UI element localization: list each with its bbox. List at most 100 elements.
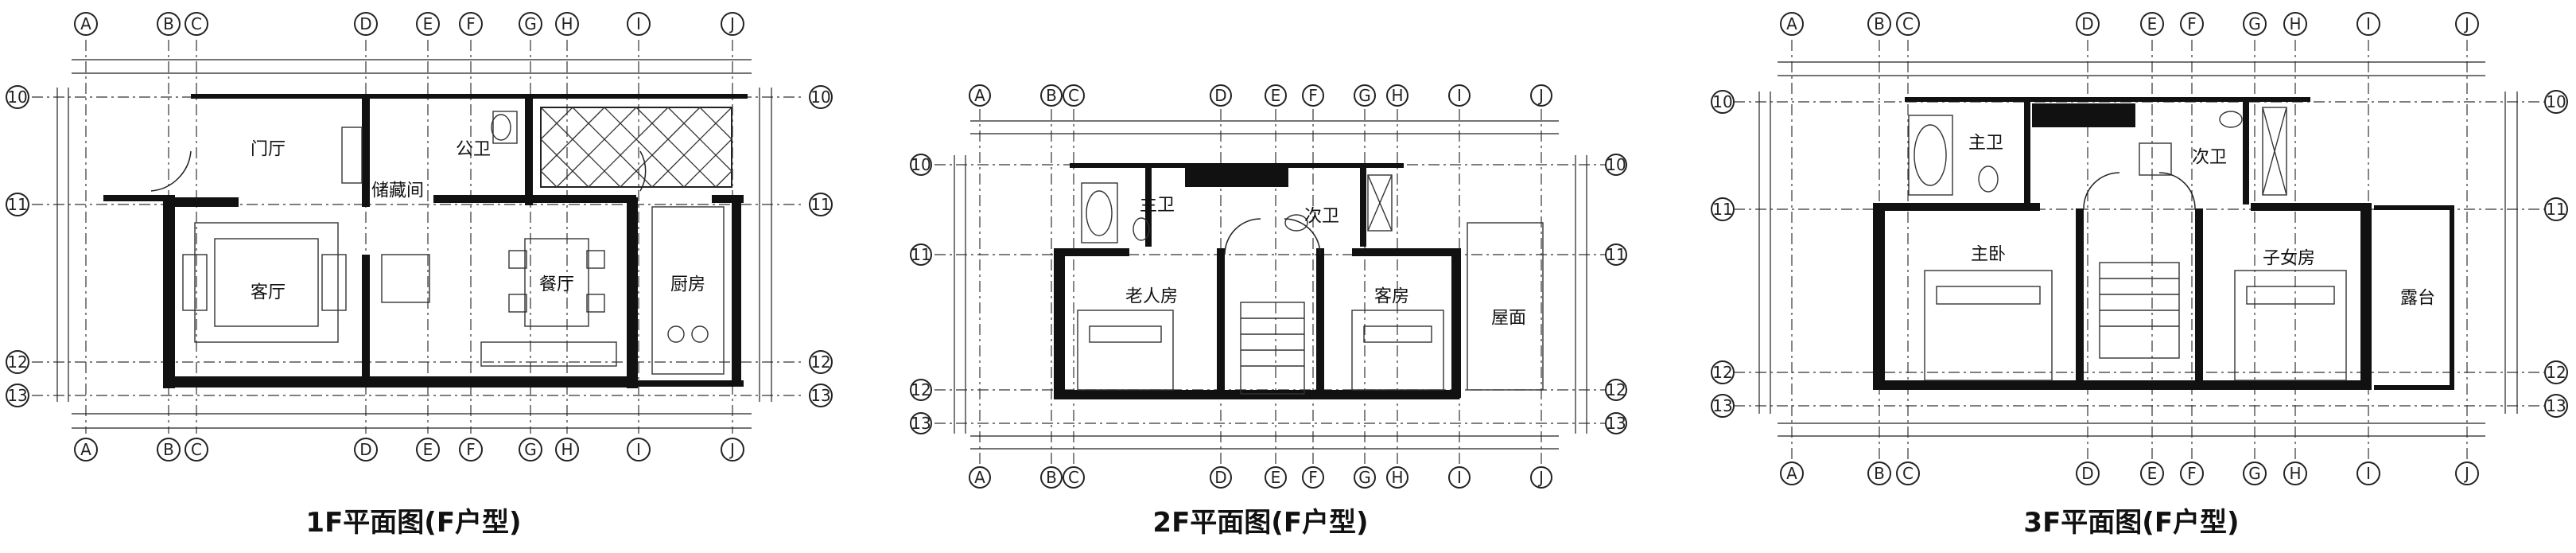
axis-bubble-col-j-label: J [1537, 86, 1544, 105]
axis-bubble-row-12-label: 12 [7, 352, 27, 372]
room-label-guest-room: 客房 [1374, 287, 1409, 307]
hatched-area [540, 107, 732, 188]
plan-title: 2F平面图(F户型) [1152, 507, 1368, 539]
axis-bubble-col-i-label: I [1457, 468, 1462, 487]
axis-bubble-col-b-circle [157, 12, 181, 36]
axis-bubble-col-c-label: C [1902, 14, 1914, 33]
axis-bubble-row-11-circle [2544, 197, 2568, 221]
axis-bubble-col-a-circle [74, 438, 98, 461]
axis-bubble-col-e-circle [416, 12, 440, 36]
axis-bubble-col-a-label: A [974, 468, 985, 487]
axis-bubble-col-g-circle [2243, 12, 2267, 36]
axis-bubble-col-e-label: E [1271, 86, 1281, 105]
axis-bubble-col-b-circle [1867, 461, 1891, 485]
axis-bubble-col-e-circle [1265, 466, 1287, 489]
axis-bubble-col-f-label: F [466, 14, 476, 33]
axis-bubble-col-i-circle [2356, 12, 2380, 36]
axis-bubble-col-g-label: G [524, 14, 537, 33]
axis-bubble-row-11-circle [6, 193, 29, 216]
axis-bubble-col-c-label: C [1902, 464, 1914, 483]
walls [1054, 163, 1461, 399]
axis-bubble-row-11-label: 11 [1606, 245, 1626, 264]
axis-bubble-col-j-circle [721, 12, 744, 36]
axis-bubble-col-h-label: H [561, 14, 573, 33]
axis-bubble-row-11-label: 11 [810, 195, 830, 214]
axis-bubble-col-b-label: B [1046, 86, 1057, 105]
room-labels: 主卫 次卫 老人房 客房 屋面 [1125, 196, 1526, 329]
axis-bubble-row-13-circle [2544, 394, 2568, 418]
room-label-master-bath: 主卫 [1968, 134, 2003, 154]
dimension-lines [1758, 61, 2518, 437]
axis-bubble-col-e-label: E [423, 440, 433, 459]
axis-bubble-col-a-label: A [974, 86, 985, 105]
axis-bubble-col-i-label: I [636, 14, 641, 33]
axis-bubble-row-12-label: 12 [1712, 363, 1732, 382]
axis-bubble-col-a-label: A [1786, 14, 1797, 33]
axis-bubble-col-f-label: F [466, 440, 476, 459]
axis-bubble-row-13-circle [809, 384, 833, 407]
axis-bubble-col-b-circle [157, 438, 181, 461]
axis-bubble-col-a-circle [1780, 12, 1804, 36]
axis-bubble-col-i-circle [627, 12, 651, 36]
axis-bubble-col-g-circle [1354, 84, 1376, 107]
axis-bubble-col-g-circle [519, 438, 542, 461]
axis-bubble-row-10-circle [809, 85, 833, 109]
axis-bubble-col-f-label: F [2187, 464, 2197, 483]
axis-bubble-col-j-circle [1530, 84, 1552, 107]
axis-bubble-row-12-circle [1711, 360, 1735, 384]
axis-bubble-col-d-circle [2076, 461, 2100, 485]
axis-bubble-row-12-label: 12 [911, 380, 931, 399]
room-label-master-bedroom: 主卧 [1971, 245, 2006, 265]
axis-bubble-col-f-circle [1302, 84, 1324, 107]
axis-bubble-col-f-circle [2180, 461, 2204, 485]
axis-bubble-col-c-circle [1063, 466, 1085, 489]
axis-bubble-row-11-circle [809, 193, 833, 216]
axis-bubble-row-12-label: 12 [1606, 380, 1626, 399]
axis-bubble-row-13-circle [910, 412, 932, 434]
plan-1f: 门厅 储藏间 公卫 客厅 餐厅 厨房 AABBCCDDEEFFGGHHIIJJ1… [6, 12, 833, 539]
axis-bubble-row-10-label: 10 [911, 155, 931, 174]
axis-bubble-row-12-label: 12 [810, 352, 830, 372]
axis-bubble-col-c-label: C [1068, 86, 1079, 105]
axis-bubble-col-d-label: D [2081, 14, 2093, 33]
axis-bubble-row-11-label: 11 [7, 195, 27, 214]
axis-bubble-row-10-circle [2544, 90, 2568, 114]
axis-bubble-col-g-label: G [1358, 86, 1371, 105]
axis-bubble-col-i-circle [2356, 461, 2380, 485]
axis-bubble-col-j-circle [721, 438, 744, 461]
axis-bubble-row-11-circle [1605, 243, 1627, 266]
axis-bubble-col-d-label: D [359, 440, 371, 459]
axis-bubble-col-a-label: A [1786, 464, 1797, 483]
axis-bubble-row-13-circle [6, 384, 29, 407]
axis-bubble-col-i-label: I [2366, 14, 2371, 33]
axis-bubble-col-d-label: D [1214, 86, 1226, 105]
axis-bubble-col-b-circle [1867, 12, 1891, 36]
axis-bubble-col-g-label: G [2248, 464, 2261, 483]
axis-bubble-col-d-circle [354, 12, 378, 36]
furniture [1908, 107, 2454, 390]
axis-bubble-col-f-circle [459, 438, 483, 461]
axis-bubble-col-b-label: B [1874, 14, 1885, 33]
grid-lines [934, 88, 1614, 469]
axis-bubble-col-f-circle [2180, 12, 2204, 36]
axis-bubble-row-10-circle [1711, 90, 1735, 114]
axis-bubble-row-12-circle [2544, 360, 2568, 384]
axis-bubble-row-13-label: 13 [7, 386, 27, 405]
axis-bubble-col-g-circle [519, 12, 542, 36]
axis-bubble-row-12-circle [809, 350, 833, 374]
axis-bubble-col-d-circle [2076, 12, 2100, 36]
axis-bubble-col-e-label: E [2147, 464, 2158, 483]
axis-bubble-col-c-circle [185, 12, 208, 36]
axis-bubble-col-d-circle [354, 438, 378, 461]
axis-bubble-col-b-label: B [163, 440, 174, 459]
axis-bubble-col-j-label: J [729, 440, 735, 459]
axis-bubble-col-i-label: I [1457, 86, 1462, 105]
room-label-storage: 储藏间 [371, 181, 424, 201]
axis-bubble-col-e-label: E [1271, 468, 1281, 487]
axis-bubble-col-j-label: J [729, 14, 735, 33]
axis-bubble-row-13-label: 13 [1606, 414, 1626, 433]
